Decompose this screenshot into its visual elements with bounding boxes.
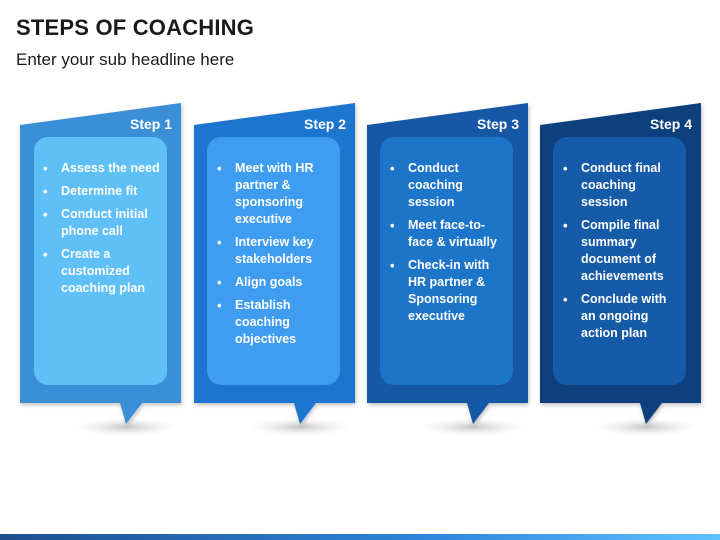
list-item: Meet with HR partner & sponsoring execut…: [211, 160, 335, 228]
step-1-label: Step 1: [129, 116, 172, 132]
list-item: Assess the need: [37, 160, 161, 177]
step-3-label: Step 3: [476, 116, 519, 132]
list-item: Check-in with HR partner & Sponsoring ex…: [384, 257, 508, 325]
page-title: STEPS OF COACHING: [16, 15, 255, 40]
list-item: Conduct coaching session: [384, 160, 508, 211]
list-item: Determine fit: [37, 183, 161, 200]
list-item: Create a customized coaching plan: [37, 246, 161, 297]
list-item: Establish coaching objectives: [211, 297, 335, 348]
step-2-list: Meet with HR partner & sponsoring execut…: [211, 160, 335, 354]
list-item: Align goals: [211, 274, 335, 291]
step-4-list: Conduct final coaching session Compile f…: [557, 160, 681, 348]
bottom-accent-bar: [0, 534, 720, 540]
step-4-label: Step 4: [649, 116, 692, 132]
list-item: Interview key stakeholders: [211, 234, 335, 268]
list-item: Conclude with an ongoing action plan: [557, 291, 681, 342]
list-item: Meet face-to-face & virtually: [384, 217, 508, 251]
step-1-list: Assess the need Determine fit Conduct in…: [37, 160, 161, 303]
step-2-label: Step 2: [303, 116, 346, 132]
list-item: Conduct final coaching session: [557, 160, 681, 211]
list-item: Conduct initial phone call: [37, 206, 161, 240]
list-item: Compile final summary document of achiev…: [557, 217, 681, 285]
step-3-list: Conduct coaching session Meet face-to-fa…: [384, 160, 508, 331]
page-subtitle: Enter your sub headline here: [16, 50, 235, 69]
